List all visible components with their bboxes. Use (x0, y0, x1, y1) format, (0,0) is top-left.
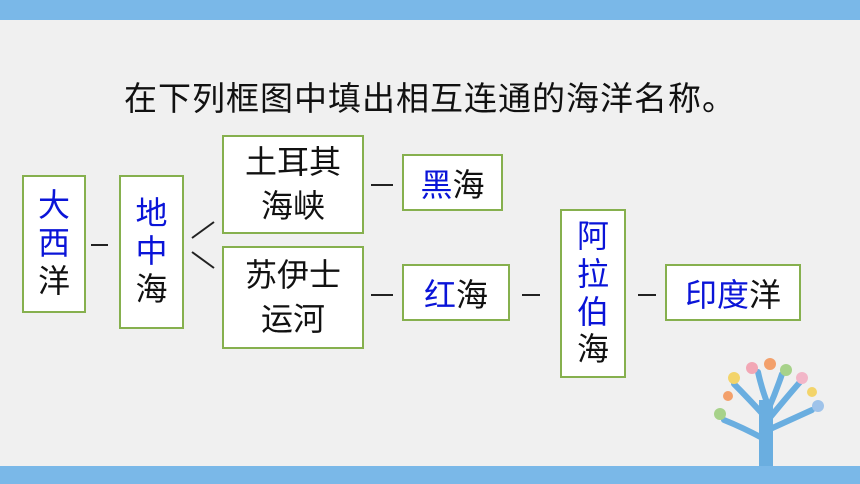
box-line: 运河 (260, 299, 325, 338)
box-indian-ocean: 印度 洋 (665, 264, 801, 321)
box-turkish-strait: 土耳其 海峡 (222, 135, 364, 234)
answer-char: 拉 (576, 254, 609, 293)
connector-dash (371, 294, 393, 296)
connector-dash (91, 244, 108, 246)
given-char: 海 (452, 165, 485, 204)
answer-char: 红 (423, 275, 456, 314)
given-char: 洋 (749, 275, 782, 314)
given-char: 洋 (37, 261, 70, 300)
given-char: 海 (576, 330, 609, 369)
given-char: 海 (456, 275, 489, 314)
answer-char: 黑 (420, 165, 453, 204)
connector-dash (522, 294, 540, 296)
box-line: 土耳其 (244, 143, 341, 182)
box-black-sea: 黑 海 (402, 154, 503, 211)
answer-char: 印度 (684, 275, 749, 314)
given-char: 海 (135, 269, 168, 308)
box-mediterranean: 地 中 海 (119, 175, 184, 329)
box-red-sea: 红 海 (402, 264, 510, 321)
box-suez-canal: 苏伊士 运河 (222, 246, 364, 349)
answer-char: 西 (37, 224, 70, 263)
answer-char: 中 (135, 232, 168, 271)
connector-dash (638, 294, 656, 296)
box-line: 海峡 (260, 186, 325, 225)
box-arabian-sea: 阿 拉 伯 海 (560, 209, 626, 378)
answer-char: 大 (37, 186, 70, 225)
box-line: 苏伊士 (244, 256, 341, 295)
top-bar (0, 0, 860, 20)
connector-dash (371, 184, 393, 186)
bottom-bar (0, 466, 860, 484)
box-atlantic: 大 西 洋 (22, 175, 86, 313)
answer-char: 地 (135, 194, 168, 233)
answer-char: 阿 (576, 217, 609, 255)
answer-char: 伯 (576, 292, 609, 331)
question-title: 在下列框图中填出相互连通的海洋名称。 (124, 79, 736, 118)
